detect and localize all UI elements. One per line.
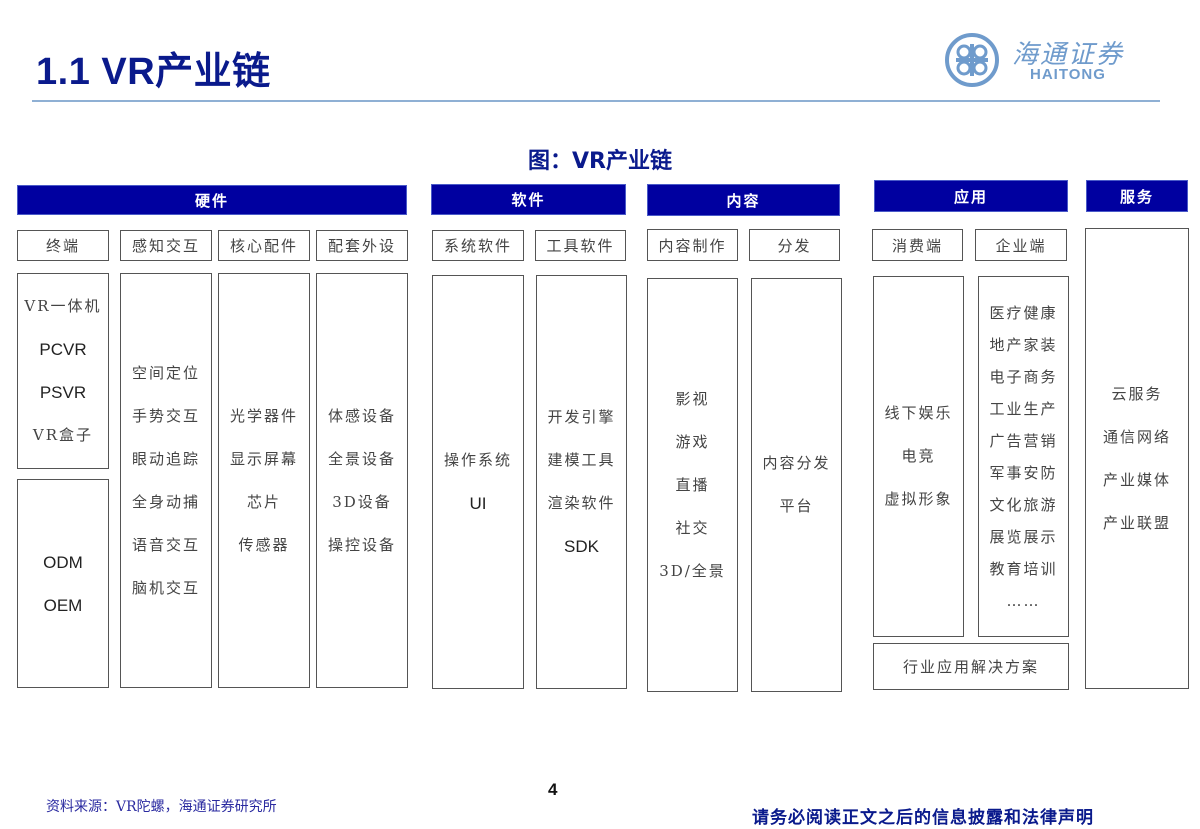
- logo-english-text: HAITONG: [1030, 66, 1106, 83]
- list-item: 眼动追踪: [131, 449, 200, 468]
- list-item: 虚拟形象: [884, 490, 953, 508]
- distribution-box: 内容分发 平台: [751, 278, 842, 692]
- list-item: PCVR: [39, 340, 87, 359]
- subcategory-system-software: 系统软件: [432, 230, 524, 261]
- source-note: 资料来源：VR陀螺，海通证券研究所: [46, 799, 277, 815]
- tool-software-box: 开发引擎 建模工具 渲染软件 SDK: [536, 275, 627, 689]
- list-item: 工业生产: [989, 399, 1058, 418]
- category-band-services: 服务: [1086, 180, 1188, 212]
- list-item: 手势交互: [131, 406, 200, 425]
- list-item: 文化旅游: [989, 495, 1058, 514]
- list-item: 3D设备: [332, 492, 392, 511]
- list-item: 建模工具: [547, 451, 616, 469]
- list-item: PSVR: [39, 383, 87, 402]
- list-item: 影视: [675, 389, 710, 408]
- list-item: SDK: [564, 537, 599, 556]
- figure-title: 图：VR产业链: [528, 149, 672, 174]
- list-item: 云服务: [1111, 384, 1163, 403]
- category-band-application: 应用: [874, 180, 1068, 212]
- subcategory-enterprise: 企业端: [975, 229, 1067, 261]
- list-item: 体感设备: [327, 406, 396, 425]
- logo-chinese-text: 海通证券: [1012, 40, 1125, 70]
- list-item: 电子商务: [989, 367, 1058, 386]
- list-item: 空间定位: [131, 363, 200, 382]
- list-item: 广告营销: [989, 431, 1058, 450]
- subcategory-tool-software: 工具软件: [535, 230, 626, 261]
- list-item: 脑机交互: [131, 578, 200, 597]
- system-software-box: 操作系统 UI: [432, 275, 524, 689]
- services-box: 云服务 通信网络 产业媒体 产业联盟: [1085, 228, 1189, 689]
- list-item: 全景设备: [327, 449, 396, 468]
- terminal-manufacturing-box: ODM OEM: [17, 479, 109, 688]
- page-number: 4: [548, 780, 558, 799]
- list-item: 传感器: [238, 535, 290, 554]
- subcategory-distribution: 分发: [749, 229, 840, 261]
- list-item: 直播: [675, 475, 710, 494]
- peripherals-box: 体感设备 全景设备 3D设备 操控设备: [316, 273, 408, 688]
- list-item: 地产家装: [989, 335, 1058, 354]
- consumer-box: 线下娱乐 电竞 虚拟形象: [873, 276, 964, 637]
- list-item: 医疗健康: [989, 303, 1058, 322]
- list-item: 通信网络: [1102, 427, 1171, 446]
- terminal-devices-box: VR一体机 PCVR PSVR VR盒子: [17, 273, 109, 469]
- list-item: 产业联盟: [1102, 513, 1171, 532]
- subcategory-consumer: 消费端: [872, 229, 963, 261]
- list-item: OEM: [43, 595, 83, 615]
- list-item: ODM: [43, 552, 83, 572]
- subcategory-content-production: 内容制作: [647, 229, 738, 261]
- list-item: 电竞: [901, 447, 936, 465]
- list-item: 操作系统: [443, 451, 512, 469]
- content-production-box: 影视 游戏 直播 社交 3D/全景: [647, 278, 738, 692]
- list-item: VR一体机: [24, 297, 102, 315]
- legal-disclaimer: 请务必阅读正文之后的信息披露和法律声明: [752, 808, 1094, 828]
- subcategory-terminal: 终端: [17, 230, 109, 261]
- list-item: 军事安防: [989, 463, 1058, 482]
- list-item: 社交: [675, 518, 710, 537]
- list-item: 开发引擎: [547, 408, 616, 426]
- core-components-box: 光学器件 显示屏幕 芯片 传感器: [218, 273, 310, 688]
- list-item: 芯片: [246, 492, 281, 511]
- list-item: 3D/全景: [659, 561, 726, 580]
- list-item: ……: [1006, 591, 1041, 610]
- list-item: 渲染软件: [547, 494, 616, 512]
- list-item: 语音交互: [131, 535, 200, 554]
- list-item: 显示屏幕: [229, 449, 298, 468]
- list-item: 内容分发: [762, 454, 831, 472]
- list-item: 全身动捕: [131, 492, 200, 511]
- list-item: UI: [469, 494, 487, 513]
- perception-interaction-box: 空间定位 手势交互 眼动追踪 全身动捕 语音交互 脑机交互: [120, 273, 212, 688]
- title-divider: [32, 100, 1160, 102]
- slide-title: 1.1 VR产业链: [36, 51, 271, 93]
- subcategory-core-components: 核心配件: [218, 230, 310, 261]
- category-band-content: 内容: [647, 184, 840, 216]
- list-item: 光学器件: [229, 406, 298, 425]
- subcategory-peripherals: 配套外设: [316, 230, 408, 261]
- category-band-hardware: 硬件: [17, 185, 407, 215]
- list-item: 平台: [779, 497, 814, 515]
- haitong-emblem-icon: [945, 33, 999, 87]
- category-band-software: 软件: [431, 184, 626, 215]
- list-item: 游戏: [675, 432, 710, 451]
- subcategory-perception-interaction: 感知交互: [120, 230, 212, 261]
- list-item: 产业媒体: [1102, 470, 1171, 489]
- list-item: 展览展示: [989, 527, 1058, 546]
- list-item: 操控设备: [327, 535, 396, 554]
- list-item: VR盒子: [32, 426, 94, 444]
- list-item: 线下娱乐: [884, 404, 953, 422]
- haitong-logo: 海通证券 HAITONG: [944, 32, 1154, 88]
- enterprise-box: 医疗健康 地产家装 电子商务 工业生产 广告营销 军事安防 文化旅游 展览展示 …: [978, 276, 1069, 637]
- industry-solutions-box: 行业应用解决方案: [873, 643, 1069, 690]
- list-item: 教育培训: [989, 559, 1058, 578]
